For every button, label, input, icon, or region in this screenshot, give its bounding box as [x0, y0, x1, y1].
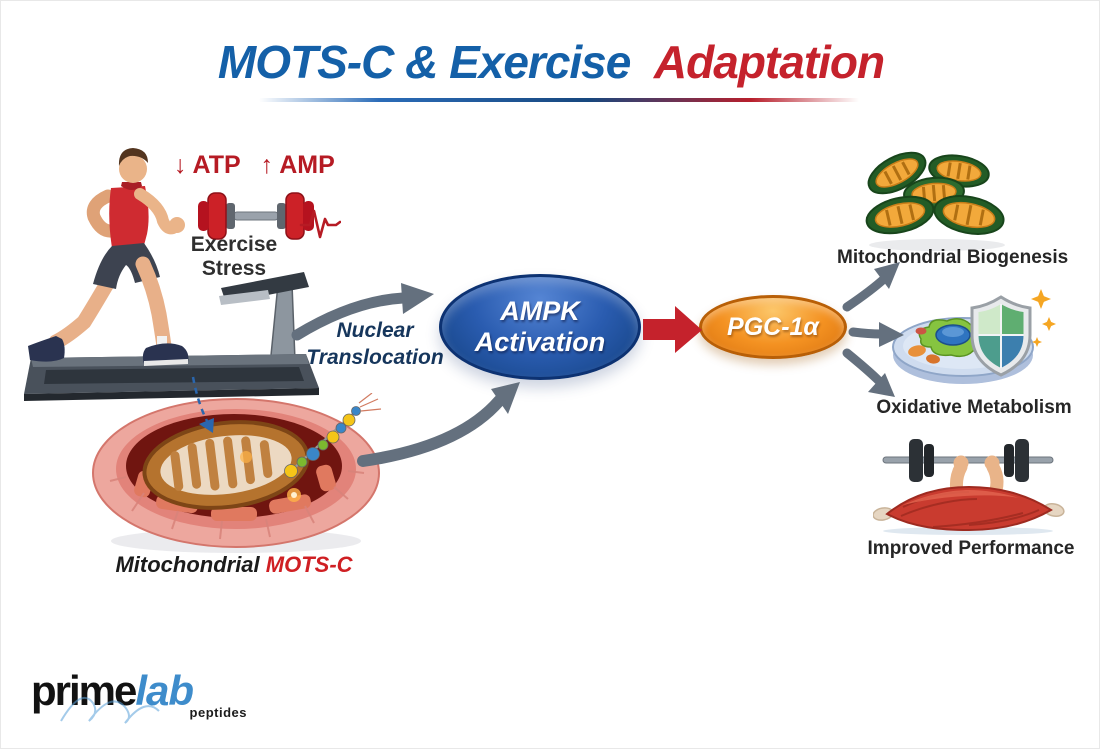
logo-prime-text: prime	[31, 667, 137, 714]
title-red-part: Adaptation	[653, 36, 885, 88]
nuclear-line1: Nuclear	[336, 319, 414, 342]
logo-lab-text: lab	[135, 667, 194, 714]
nuclear-line2: Translocation	[306, 346, 444, 369]
atp-down-label: ↓ ATP	[174, 151, 241, 179]
improved-performance-label: Improved Performance	[867, 538, 1075, 559]
arrow-pgc1a-to-performance	[842, 348, 895, 397]
oxidative-metabolism-label: Oxidative Metabolism	[876, 397, 1072, 418]
arrow-motsc-to-ampk	[357, 382, 520, 467]
runner-treadmill-icon	[24, 148, 319, 401]
mitochondrial-motsc-label: Mitochondrial MOTS-C	[109, 552, 359, 578]
nuclear-translocation-label: Nuclear Translocation	[299, 317, 451, 371]
motsc-prefix: Mitochondrial	[115, 552, 260, 577]
exercise-stress-label: Exercise Stress	[190, 233, 278, 280]
page-title: MOTS-C & Exercise Adaptation	[1, 35, 1099, 89]
atp-amp-label: ↓ ATP ↑ AMP	[174, 151, 335, 180]
petri-dish-shield-icon	[892, 289, 1056, 384]
ampk-activation-node: AMPK Activation	[439, 274, 641, 380]
motsc-highlight: MOTS-C	[265, 552, 353, 577]
title-underline-rule	[259, 98, 859, 102]
pgc1a-label: PGC-1α	[727, 312, 819, 341]
mitochondria-cluster-icon	[865, 151, 1005, 251]
mitochondrial-biogenesis-label: Mitochondrial Biogenesis	[837, 247, 1069, 268]
dumbbell-heartbeat-icon	[198, 192, 341, 240]
title-blue-part: MOTS-C & Exercise	[217, 36, 631, 88]
ampk-line2: Activation	[474, 327, 606, 357]
mitochondrion-motsc-icon	[92, 393, 382, 553]
arrow-ampk-to-pgc1a	[643, 306, 702, 353]
ampk-line1: AMPK	[500, 296, 580, 326]
muscle-barbell-icon	[873, 439, 1065, 535]
logo-peptides-text: peptides	[189, 705, 247, 720]
pgc1a-node: PGC-1α	[699, 295, 847, 359]
title-space	[642, 36, 654, 88]
amp-up-label: ↑ AMP	[260, 151, 335, 179]
